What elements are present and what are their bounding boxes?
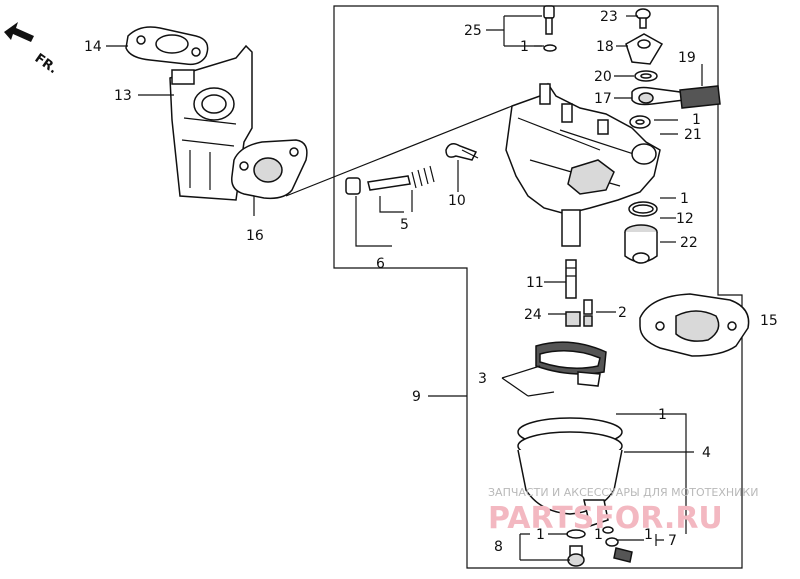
- carburetor-body: [505, 82, 661, 247]
- watermark-caption: ЗАПЧАСТИ И АКСЕССУАРЫ ДЛЯ МОТОТЕХНИКИ: [488, 486, 758, 499]
- direction-arrow-icon: [4, 22, 34, 42]
- part-13-bracket: [169, 44, 253, 201]
- part-8-bolt: [566, 529, 586, 567]
- part-15-gasket: [639, 293, 750, 357]
- part-7-drain-screw: [602, 526, 633, 563]
- part-20-washer: [634, 70, 658, 82]
- part-24-main-jet: [565, 311, 581, 327]
- label-8: 8: [494, 539, 503, 555]
- label-25: 25: [464, 23, 482, 39]
- part-19-knob: [679, 85, 721, 109]
- part-11-main-nozzle: [565, 259, 577, 299]
- part-16-gasket: [231, 139, 308, 200]
- part-23-screw: [635, 8, 651, 29]
- label-15: 15: [760, 313, 778, 329]
- label-9: 9: [412, 389, 421, 405]
- label-17: 17: [594, 91, 612, 107]
- label-16: 16: [246, 228, 264, 244]
- label-6: 6: [376, 256, 385, 272]
- part-5-pilot-screw: [345, 165, 435, 195]
- part-14-insulator-gasket: [125, 26, 209, 66]
- label-1c: 1: [680, 191, 689, 207]
- label-22: 22: [680, 235, 698, 251]
- part-22-cap: [624, 224, 658, 264]
- part-17-lever: [631, 86, 686, 106]
- part-18-cover: [625, 33, 664, 65]
- label-13: 13: [114, 88, 132, 104]
- label-1b: 1: [692, 112, 701, 128]
- part-12-o-ring: [628, 201, 658, 217]
- label-21: 21: [684, 127, 702, 143]
- label-7: 7: [668, 533, 677, 549]
- leader-16-line: [285, 105, 513, 197]
- label-23: 23: [600, 9, 618, 25]
- part-4-float-bowl: [517, 417, 623, 527]
- direction-label: FR.: [32, 51, 60, 77]
- label-5: 5: [400, 217, 409, 233]
- label-4: 4: [702, 445, 711, 461]
- label-1f: 1: [594, 527, 603, 543]
- label-3: 3: [478, 371, 487, 387]
- label-12: 12: [676, 211, 694, 227]
- part-2-jet-set: [583, 299, 593, 327]
- label-20: 20: [594, 69, 612, 85]
- part-25-drain-screw: [543, 5, 557, 52]
- label-14: 14: [84, 39, 102, 55]
- label-24: 24: [524, 307, 542, 323]
- leader-lines: [106, 15, 703, 561]
- label-11: 11: [526, 275, 544, 291]
- label-19: 19: [678, 50, 696, 66]
- part-10-throttle-stop-screw: [445, 143, 479, 161]
- part-3-float: [527, 341, 607, 397]
- part-21-washer: [629, 115, 651, 129]
- label-10: 10: [448, 193, 466, 209]
- label-2: 2: [618, 305, 627, 321]
- label-1g: 1: [644, 527, 653, 543]
- label-1a: 1: [520, 39, 529, 55]
- label-1e: 1: [536, 527, 545, 543]
- watermark-site: PARTSFOR.RU: [488, 501, 723, 536]
- label-18: 18: [596, 39, 614, 55]
- label-1d: 1: [658, 407, 667, 423]
